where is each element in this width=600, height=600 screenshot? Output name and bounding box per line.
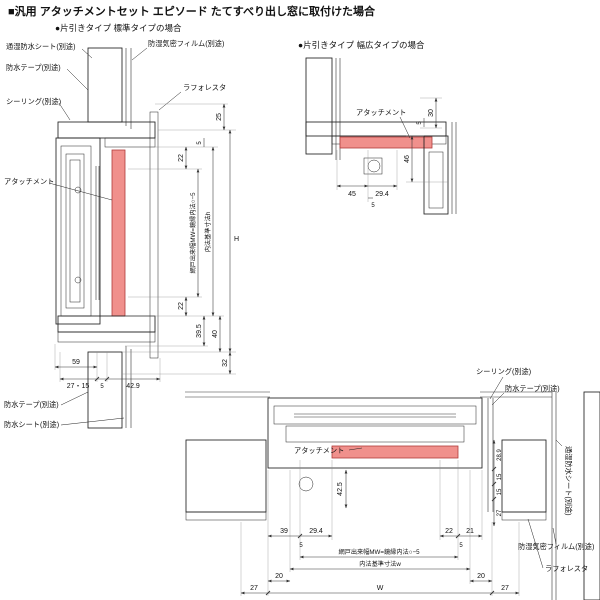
head-frame: [57, 121, 156, 139]
dim-5-bottom: 5: [100, 384, 104, 390]
dim-inner-std-w: 内法基準寸法w: [359, 560, 401, 568]
dim-29-4: 29.4: [309, 528, 323, 535]
window-frame: [55, 137, 101, 325]
wall-section-bottom: [87, 351, 123, 429]
dim-15-b: 15: [497, 488, 503, 495]
dim-46: 46: [404, 155, 411, 163]
dimension-lines: 30 5 46 45 29.4 5: [336, 97, 438, 209]
dim-27-right: 27: [501, 585, 509, 592]
witness-lines: [54, 103, 236, 382]
wall-section: [305, 57, 333, 155]
attachment-profile: [111, 149, 126, 317]
dim-21: 21: [466, 528, 474, 535]
label-vapor-film: 防湿気密フィルム(別途): [518, 542, 594, 551]
dim-30: 30: [428, 109, 435, 117]
dim-20-left: 20: [275, 573, 283, 580]
wall-section-left: [185, 439, 267, 513]
dim-39: 39: [280, 528, 288, 535]
dim-42-5: 42.5: [337, 482, 344, 496]
laforesta-trim-left: [185, 511, 267, 521]
dim-59: 59: [72, 359, 80, 366]
handle-hardware: [298, 476, 314, 492]
dim-32: 32: [222, 359, 229, 367]
horizontal-section-diagram: シーリング(別途) 防水テープ(別途) アタッチメント 通湿防水シート(別途) …: [185, 367, 600, 600]
dim-45: 45: [348, 191, 356, 198]
label-attachment: アタッチメント: [294, 446, 344, 455]
dim-5-top: 5: [417, 121, 423, 125]
operator-hardware: [363, 157, 383, 175]
dim-42-9: 42.9: [126, 383, 140, 390]
label-sealing: シーリング(別途): [476, 367, 531, 376]
attachment-profile: [339, 136, 433, 149]
dim-25: 25: [216, 113, 223, 121]
screw-icon: [74, 276, 82, 284]
label-water-tape-top: 防水テープ(別途): [6, 63, 61, 72]
header: ■汎用 アタッチメントセット エピソード たてすべり出し窓に取付けた場合 ●片引…: [8, 4, 425, 50]
dim-W: W: [377, 585, 384, 592]
dim-inner-std-h: 内法基準寸法h: [204, 211, 212, 252]
wide-type-detail-diagram: アタッチメント 30 5 46 45 29.4 5: [305, 57, 457, 215]
label-water-tape: 防水テープ(別途): [505, 384, 560, 393]
witness-lines: [240, 460, 520, 596]
wall-section-right: [501, 439, 547, 513]
laforesta-trim: [149, 111, 159, 359]
label-vapor-film: 防湿気密フィルム(別途): [148, 39, 224, 48]
page-title: ■汎用 アタッチメントセット エピソード たてすべり出し窓に取付けた場合: [8, 4, 376, 18]
dim-5-bottom: 5: [371, 203, 375, 209]
dim-27-left: 27: [250, 585, 258, 592]
wall-section-far-right: [583, 391, 600, 600]
dim-22-top: 22: [178, 154, 185, 162]
dim-39-5: 39.5: [196, 324, 203, 338]
window-frame: [267, 397, 483, 469]
head-frame: [305, 121, 447, 137]
label-attachment: アタッチメント: [356, 108, 406, 117]
dim-H: H: [234, 236, 239, 243]
dim-22: 22: [445, 528, 453, 535]
dimension-lines: 25 5 22 網戸出来幅MW=鏡縁内法○−5 内法基準寸法h H 22 39.…: [54, 103, 239, 390]
hinge-icon: [367, 159, 381, 173]
dim-20-right: 20: [477, 573, 485, 580]
dim-27-15: 27・15: [67, 383, 90, 390]
vertical-section-diagram: 通湿防水シート(別途) 防水テープ(別途) シーリング(別途) アタッチメント …: [4, 39, 239, 429]
jamb-frame: [423, 135, 449, 215]
dim-screen-width: 網戸出来幅MW=鏡縁内法○−5: [189, 192, 197, 274]
subtitle-wide-type: ●片引きタイプ 幅広タイプの場合: [298, 40, 425, 50]
label-sealing: シーリング(別途): [6, 97, 61, 106]
dim-5-top: 5: [197, 141, 203, 145]
dim-27-side: 27: [497, 509, 503, 516]
dim-screen-width: 網戸出来幅MW=鏡縁内法○−5: [338, 548, 420, 556]
dim-22-bottom: 22: [178, 302, 185, 310]
dim-40: 40: [212, 330, 219, 338]
label-breathable-sheet: 通湿防水シート(別途): [564, 446, 573, 515]
dim-5-left: 5: [299, 543, 303, 549]
dim-5-right: 5: [459, 543, 463, 549]
label-breathable-sheet: 通湿防水シート(別途): [6, 42, 75, 51]
laforesta-trim-right: [501, 511, 547, 521]
subtitle-standard-type: ●片引きタイプ 標準タイプの場合: [55, 23, 182, 33]
label-water-tape-bottom: 防水テープ(別途): [4, 400, 59, 409]
wall-section-top: [87, 47, 123, 123]
label-water-sheet-bottom: 防水シート(別途): [4, 420, 59, 429]
label-attachment: アタッチメント: [4, 177, 54, 186]
attachment-profile: [331, 445, 459, 459]
label-laforesta: ラフォレスタ: [545, 564, 588, 573]
dimension-lines: 39 29.4 5 22 21 5 42.5 28.9 15 15 27 網戸出…: [240, 439, 520, 596]
dim-29-4: 29.4: [375, 191, 389, 198]
label-laforesta: ラフォレスタ: [183, 83, 226, 92]
dim-28-9: 28.9: [497, 449, 503, 461]
dim-15-a: 15: [497, 473, 503, 480]
